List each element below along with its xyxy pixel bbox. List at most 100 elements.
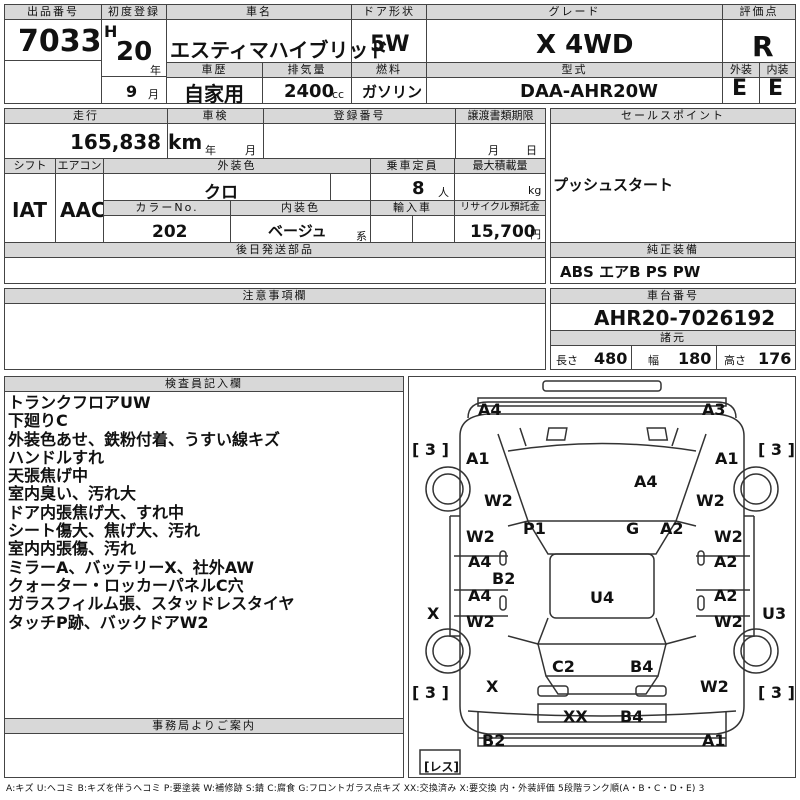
first-reg-month-unit: 月 bbox=[148, 88, 159, 101]
rear-bumper-right: A1 bbox=[702, 731, 726, 750]
header-block bbox=[4, 4, 796, 104]
mileage-value: 165,838 km bbox=[70, 130, 203, 154]
note-line: ドア内張焦げ大、すれ中 bbox=[8, 502, 185, 522]
tire-rear-right: [ 3 ] bbox=[758, 683, 795, 702]
note-line: トランクフロアUW bbox=[8, 393, 151, 412]
back-door: XX bbox=[563, 707, 588, 726]
recycle-header: リサイクル預託金 bbox=[454, 200, 546, 216]
note-line: ミラーA、バッテリーX、社外AW bbox=[8, 557, 255, 577]
windshield: G bbox=[626, 519, 640, 538]
sales-point-header: セールスポイント bbox=[550, 108, 796, 124]
equipment-value: ABS エアB PS PW bbox=[560, 263, 701, 281]
note-line: クォーター・ロッカーパネルC穴 bbox=[8, 575, 244, 595]
pillar-right: A2 bbox=[660, 519, 684, 538]
car-name: エスティマハイブリッド bbox=[170, 38, 389, 62]
reg-no-header: 登録番号 bbox=[263, 108, 456, 124]
history-value: 自家用 bbox=[184, 82, 244, 106]
tire-front-right: [ 3 ] bbox=[758, 440, 795, 459]
first-reg-year: 20 bbox=[116, 37, 153, 67]
width-value: 180 bbox=[678, 349, 712, 368]
inspection-year-unit: 年 bbox=[205, 144, 216, 157]
door-rear-left-a: A4 bbox=[468, 586, 492, 605]
score-int-value: E bbox=[768, 76, 784, 101]
rear-fender-right: W2 bbox=[700, 677, 729, 696]
first-reg-year-unit: 年 bbox=[150, 64, 161, 77]
score-value: R bbox=[752, 30, 774, 63]
history-header: 車歴 bbox=[166, 62, 263, 78]
score-header: 評価点 bbox=[722, 4, 796, 20]
import-header: 輸入車 bbox=[370, 200, 455, 216]
spare-tire: [レス] bbox=[424, 760, 459, 774]
lot-number: 7033 bbox=[18, 24, 102, 59]
max-load-header: 最大積載量 bbox=[454, 158, 546, 174]
grade-header: グレード bbox=[426, 4, 723, 20]
note-line: ガラスフィルム張、スタッドレスタイヤ bbox=[8, 594, 295, 614]
tire-front-left: [ 3 ] bbox=[412, 440, 449, 459]
transfer-header: 譲渡書類期限 bbox=[455, 108, 546, 124]
color-no-value: 202 bbox=[152, 222, 188, 242]
rear-panel-right: B4 bbox=[630, 657, 654, 676]
length-label: 長さ bbox=[556, 354, 578, 367]
door-front-right-a: W2 bbox=[714, 527, 743, 546]
model-value: DAA-AHR20W bbox=[520, 81, 659, 102]
first-reg-era: H bbox=[104, 22, 118, 41]
note-line: 室内臭い、汚れ大 bbox=[8, 484, 137, 504]
dims-header: 諸元 bbox=[550, 330, 796, 346]
lot-header: 出品番号 bbox=[4, 4, 102, 20]
pillar-left: P1 bbox=[523, 519, 546, 538]
door-header: ドア形状 bbox=[351, 4, 427, 20]
door-rear-right-b: W2 bbox=[714, 612, 743, 631]
model-header: 型式 bbox=[426, 62, 723, 78]
inspector-notes: トランクフロアUW 下廻りC 外装色あせ、鉄粉付着、うすい線キズ ハンドルすれ … bbox=[8, 393, 295, 632]
door-rear-right-a: A2 bbox=[714, 586, 738, 605]
recycle-unit: 円 bbox=[530, 228, 541, 241]
max-load-unit: kg bbox=[528, 184, 542, 197]
int-color-unit: 系 bbox=[356, 230, 367, 243]
office-header: 事務局よりご案内 bbox=[4, 718, 404, 734]
aircon-value: AAC bbox=[60, 198, 106, 222]
note-line: 天張焦げ中 bbox=[8, 466, 89, 486]
recycle-value: 15,700 bbox=[470, 222, 536, 242]
ext-color-header: 外装色 bbox=[103, 158, 371, 174]
shift-value: IAT bbox=[12, 198, 48, 222]
transfer-day-unit: 日 bbox=[526, 144, 537, 157]
rear-glass: C2 bbox=[552, 657, 575, 676]
fuel-value: ガソリン bbox=[362, 83, 423, 101]
score-ext-value: E bbox=[732, 76, 748, 101]
car-diagram bbox=[419, 380, 779, 775]
capacity-header: 乗車定員 bbox=[370, 158, 455, 174]
car-name-header: 車名 bbox=[166, 4, 352, 20]
transfer-month-unit: 月 bbox=[488, 144, 499, 157]
chassis-header: 車台番号 bbox=[550, 288, 796, 304]
inspector-block bbox=[4, 376, 404, 778]
door-front-left-a: W2 bbox=[466, 527, 495, 546]
door-front-left-b: A4 bbox=[468, 552, 492, 571]
note-line: シート傷大、焦げ大、汚れ bbox=[8, 521, 201, 541]
int-color-header: 内装色 bbox=[230, 200, 371, 216]
mileage-header: 走行 bbox=[4, 108, 168, 124]
door-rear-left-b: W2 bbox=[466, 612, 495, 631]
height-value: 176 bbox=[758, 349, 792, 368]
aircon-header: エアコン bbox=[55, 158, 104, 174]
inspection-header: 車検 bbox=[167, 108, 264, 124]
front-bumper-left: A4 bbox=[478, 400, 502, 419]
caution-header: 注意事項欄 bbox=[4, 288, 546, 304]
int-color-value: ベージュ bbox=[268, 222, 327, 240]
quarter-left: X bbox=[427, 604, 440, 623]
length-value: 480 bbox=[594, 349, 628, 368]
note-line: 室内内張傷、汚れ bbox=[8, 539, 137, 559]
door-type: 5W bbox=[370, 32, 410, 57]
fender-front-left: A1 bbox=[466, 449, 490, 468]
mirror-left: W2 bbox=[484, 491, 513, 510]
quarter-right: U3 bbox=[762, 604, 787, 623]
door-front-right-b: A2 bbox=[714, 552, 738, 571]
tire-rear-left: [ 3 ] bbox=[412, 683, 449, 702]
mirror-right: W2 bbox=[696, 491, 725, 510]
first-reg-header: 初度登録 bbox=[101, 4, 167, 20]
hood: A4 bbox=[634, 472, 658, 491]
fuel-header: 燃料 bbox=[351, 62, 427, 78]
chassis-value: AHR20-7026192 bbox=[594, 306, 776, 330]
roof: U4 bbox=[590, 588, 615, 607]
note-line: 下廻りC bbox=[8, 411, 68, 431]
